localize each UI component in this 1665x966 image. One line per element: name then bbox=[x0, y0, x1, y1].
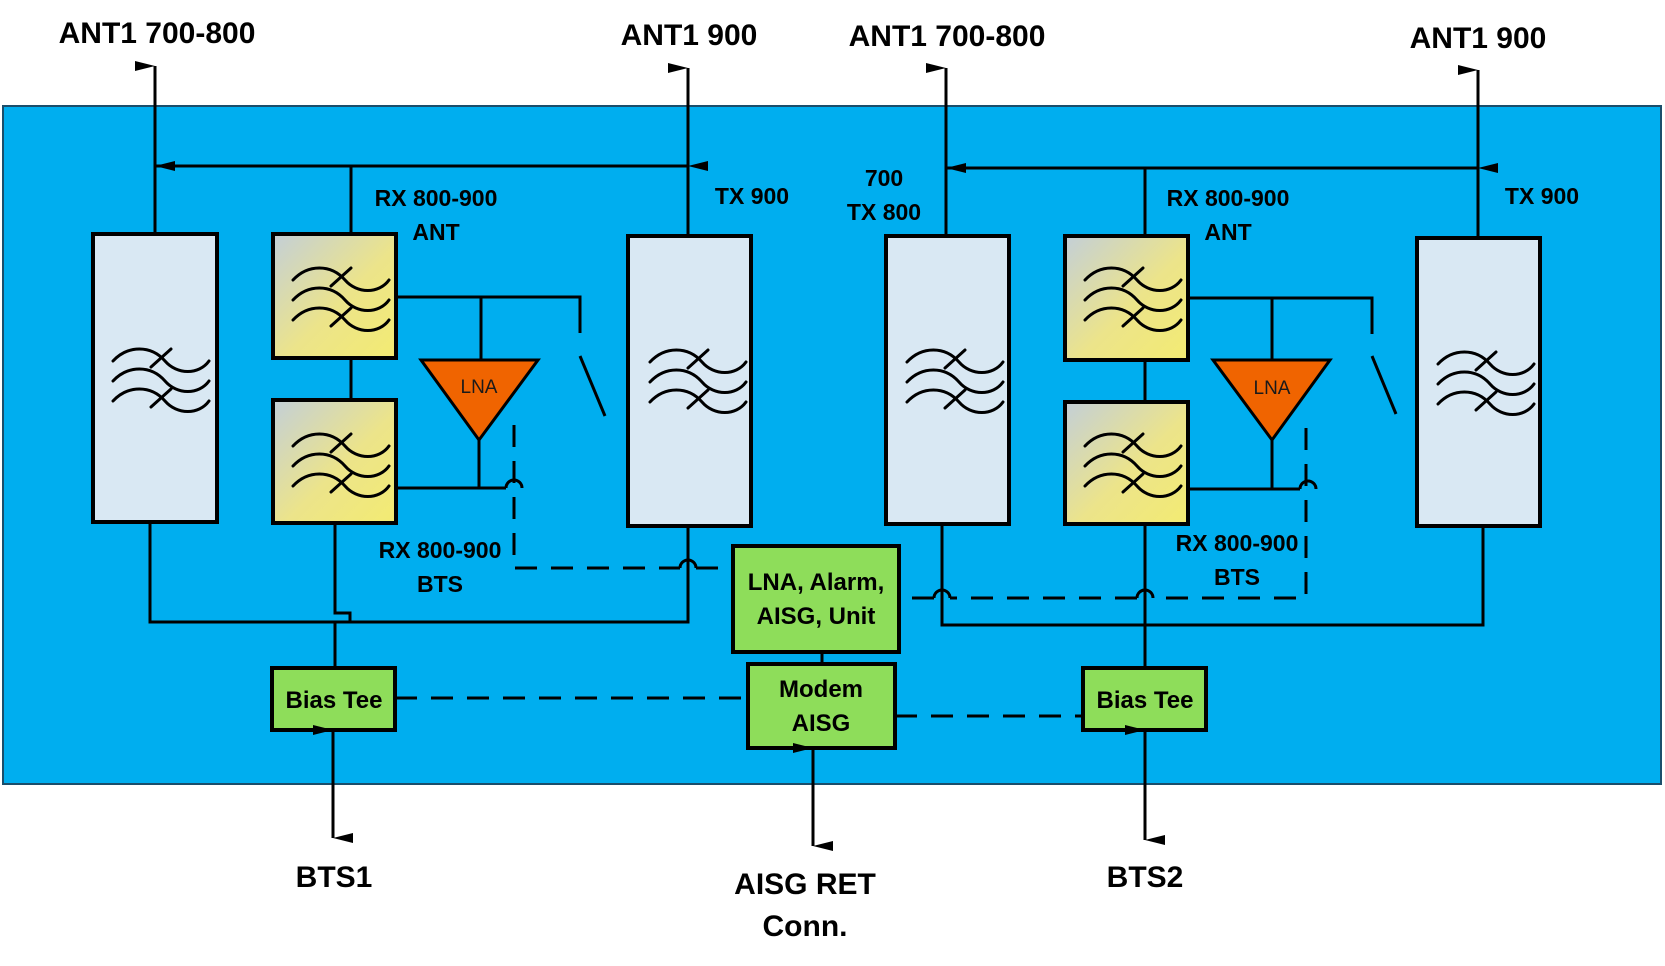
left-ant-high-label: ANT1 900 bbox=[621, 19, 758, 52]
left-tx-900-filter bbox=[626, 234, 753, 528]
right-ant-high-label: ANT1 900 bbox=[1410, 22, 1547, 55]
left-lna-label: LNA bbox=[461, 377, 498, 398]
lna-triangle-icon bbox=[418, 358, 541, 443]
left-section: LNA Bias Tee bbox=[91, 61, 753, 843]
bypass-switch-icon[interactable] bbox=[578, 355, 607, 417]
right-bias-tee-label: Bias Tee bbox=[1097, 687, 1194, 714]
left-rx-bts-label-2: BTS bbox=[417, 571, 463, 597]
left-rx-ant-filter bbox=[271, 232, 398, 360]
right-rx-bts-label-1: RX 800-900 bbox=[1176, 530, 1299, 556]
right-rx-ant-filter bbox=[1063, 234, 1190, 362]
modem-line1: Modem bbox=[779, 676, 863, 703]
left-rx-bts-label-1: RX 800-900 bbox=[379, 537, 502, 563]
bts1-label: BTS1 bbox=[296, 861, 373, 894]
aisg-ret-label-1: AISG RET bbox=[734, 868, 876, 901]
right-section: LNA Bias Tee bbox=[884, 63, 1542, 845]
left-tx-900-label: TX 900 bbox=[715, 183, 789, 209]
aisg-ret-label-2: Conn. bbox=[763, 910, 848, 943]
right-lna-label: LNA bbox=[1254, 378, 1291, 399]
right-tx-900-label: TX 900 bbox=[1505, 183, 1579, 209]
left-bias-tee bbox=[270, 666, 397, 732]
right-tx-low-label-2: TX 800 bbox=[847, 199, 921, 225]
bypass-switch-icon[interactable] bbox=[1370, 355, 1398, 415]
left-ant-low-label: ANT1 700-800 bbox=[59, 17, 256, 50]
center-section: LNA, Alarm, AISG, Unit Modem AISG bbox=[731, 544, 901, 851]
left-bias-tee-label: Bias Tee bbox=[286, 687, 383, 714]
right-rx-bts-label-2: BTS bbox=[1214, 564, 1260, 590]
right-rx-ant-label-2: ANT bbox=[1204, 219, 1251, 245]
modem-line2: AISG bbox=[792, 710, 851, 737]
left-tx-low-filter bbox=[91, 232, 219, 524]
control-unit-line1: LNA, Alarm, bbox=[748, 569, 884, 596]
left-rx-bts-filter bbox=[271, 398, 398, 525]
right-ant-low-label: ANT1 700-800 bbox=[849, 20, 1046, 53]
right-rx-ant-label-1: RX 800-900 bbox=[1167, 185, 1290, 211]
left-rx-ant-label-1: RX 800-900 bbox=[375, 185, 498, 211]
left-rx-ant-label-2: ANT bbox=[412, 219, 459, 245]
bts2-label: BTS2 bbox=[1107, 861, 1184, 894]
control-unit-line2: AISG, Unit bbox=[757, 603, 876, 630]
right-tx-700-800-filter bbox=[884, 234, 1011, 526]
right-tx-low-label-1: 700 bbox=[865, 165, 903, 191]
control-unit-box bbox=[731, 544, 901, 654]
right-tx-900-filter bbox=[1415, 236, 1542, 528]
lna-triangle-icon bbox=[1210, 358, 1333, 443]
right-rx-bts-filter bbox=[1063, 400, 1190, 526]
